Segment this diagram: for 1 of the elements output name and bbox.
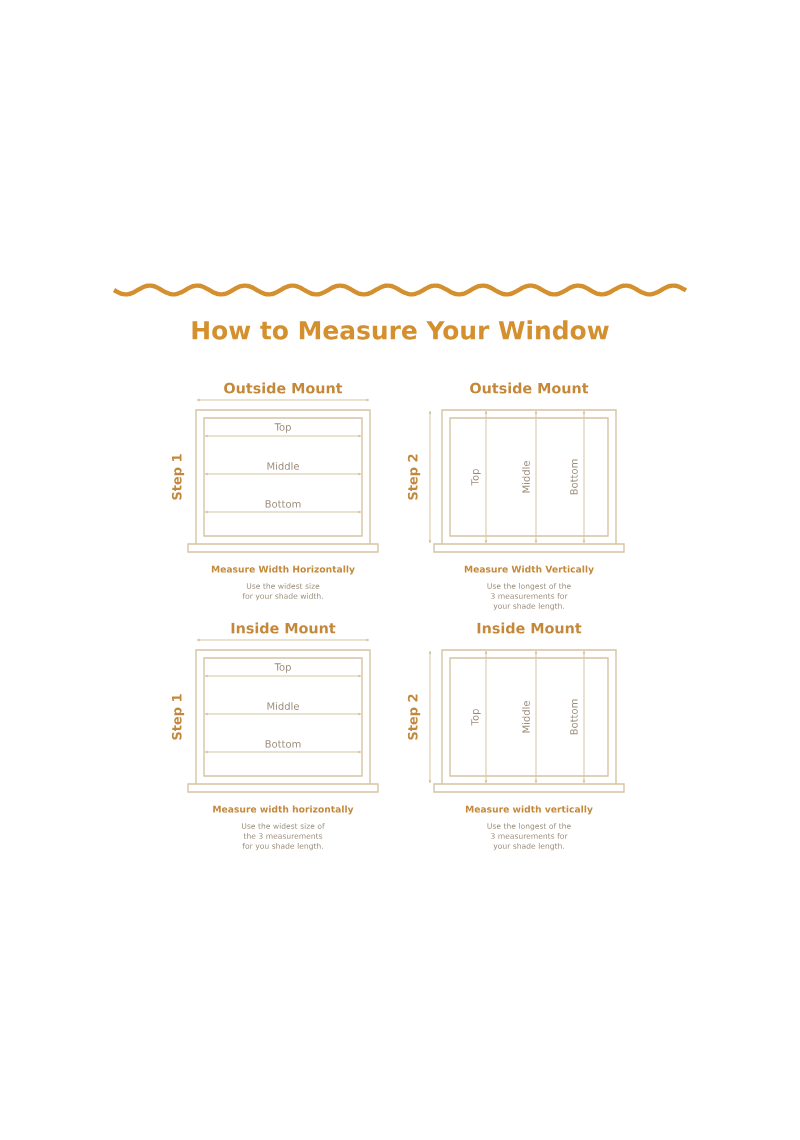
- title: How to Measure Your Window: [192, 320, 609, 340]
